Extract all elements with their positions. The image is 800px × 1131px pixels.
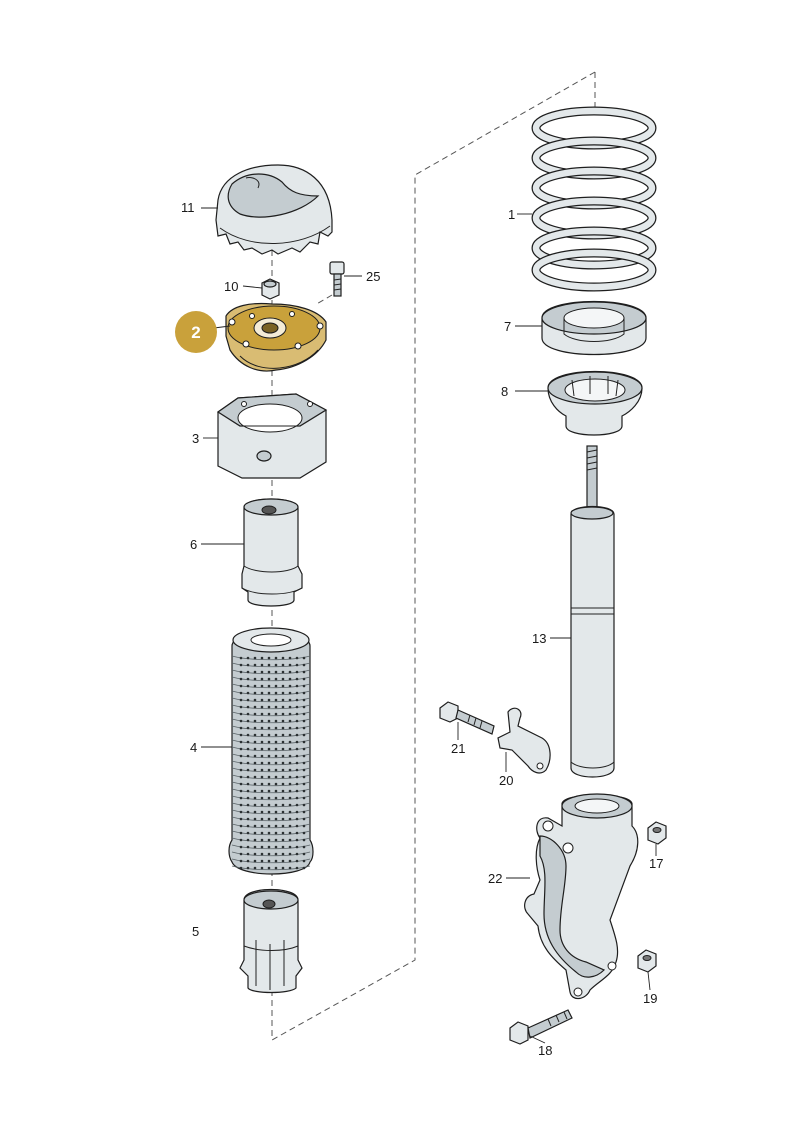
part-7-spring-seat: [541, 300, 647, 356]
callout-21: 18: [538, 1043, 552, 1058]
callout-17: 17: [649, 856, 663, 871]
callout-8: 8: [501, 384, 508, 399]
callout-19: 21: [451, 741, 465, 756]
callout-3: 3: [192, 431, 199, 446]
callout-13: 13: [532, 631, 546, 646]
part-20-bearing-housing: [524, 793, 639, 1000]
callout-6: 6: [190, 537, 197, 552]
callout-18: 20: [499, 773, 513, 788]
part-8-lower-spring-seat: [547, 370, 643, 436]
callout-1: 1: [508, 207, 515, 222]
callout-20: 22: [488, 871, 502, 886]
callout-labels: 11 10 25 3 6 4 5 1 7 8 13 21 20 22 17 19…: [181, 200, 663, 1058]
callout-5: 5: [192, 924, 199, 939]
callout-4: 4: [190, 740, 197, 755]
part-5-protective-cap: [239, 888, 303, 994]
part-13-shock-absorber: [570, 445, 615, 778]
part-4-boot: [228, 627, 314, 875]
part-17-nut: [647, 821, 667, 845]
part-19-bolt: [439, 701, 495, 735]
callout-7: 7: [504, 319, 511, 334]
callout-10: 10: [224, 279, 238, 294]
part-18-bracket: [497, 707, 551, 774]
callout-2: 2: [191, 323, 200, 342]
callout-11: 11: [181, 200, 195, 215]
part-22-nut: [637, 949, 657, 973]
part-2-strut-mount: [225, 302, 327, 372]
part-25-bolt: [329, 261, 345, 297]
callout-25: 25: [366, 269, 380, 284]
callout-2-badge: 2: [175, 311, 217, 353]
part-11-cap: [215, 164, 333, 255]
part-21-bolt: [509, 1009, 573, 1045]
part-10-nut: [261, 278, 280, 300]
part-1-coil-spring: [531, 106, 657, 292]
part-6-bump-stop: [241, 498, 303, 607]
part-3-support: [216, 393, 328, 479]
callout-22: 19: [643, 991, 657, 1006]
leader-lines: [201, 207, 657, 1044]
